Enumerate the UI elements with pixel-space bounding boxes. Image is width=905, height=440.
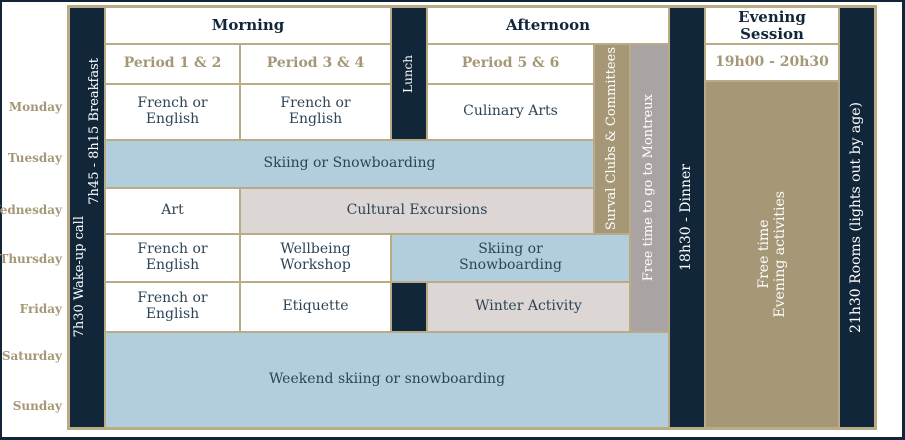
period-5-6-header: Period 5 & 6	[427, 44, 594, 84]
wake-up-label: 7h30 Wake-up call	[72, 215, 87, 337]
cell-text: English	[145, 257, 200, 273]
montreux-free-time-bar: Free time to go to Montreux	[630, 44, 669, 332]
cell-text: Skiing or	[478, 241, 543, 258]
cell-text: Snowboarding	[459, 257, 562, 273]
evening-header: Evening Session	[705, 7, 839, 44]
lunch-label: Lunch	[401, 54, 416, 93]
cell-text: French or	[280, 95, 351, 112]
tuesday-all-day: Skiing or Snowboarding	[105, 140, 594, 188]
cell-text: French or	[137, 290, 208, 307]
lunch-bar: Lunch	[391, 7, 427, 140]
evening-line-1: Free time	[755, 219, 772, 290]
cell-text: French or	[137, 95, 208, 112]
period-1-2-header: Period 1 & 2	[105, 44, 240, 84]
clubs-label: Surval Clubs & Committees	[603, 47, 619, 231]
rooms-bar: 21h30 Rooms (lights out by age)	[839, 7, 875, 428]
rooms-label: 21h30 Rooms (lights out by age)	[848, 102, 865, 333]
evening-activities-label: Free time Evening activities	[756, 191, 788, 318]
cell-text: English	[145, 306, 200, 322]
friday-period-3-4: Etiquette	[240, 282, 391, 332]
clubs-committees-bar: Surval Clubs & Committees	[594, 44, 630, 234]
period-3-4-header: Period 3 & 4	[240, 44, 391, 84]
cell-text: English	[288, 111, 343, 127]
cell-text: Wellbeing	[280, 241, 351, 258]
day-label-saturday: Saturday	[1, 349, 62, 363]
evening-time-header: 19h00 - 20h30	[705, 44, 839, 81]
dinner-bar: 18h30 - Dinner	[669, 7, 705, 428]
breakfast-label: 7h45 - 8h15 Breakfast	[87, 58, 102, 205]
morning-header: Morning	[105, 7, 391, 44]
afternoon-header: Afternoon	[427, 7, 669, 44]
evening-activities-block: Free time Evening activities	[705, 81, 839, 428]
cell-text: French or	[137, 241, 208, 258]
friday-afternoon: Winter Activity	[427, 282, 630, 332]
wake-breakfast-bar: 7h30 Wake-up call 7h45 - 8h15 Breakfast	[69, 7, 105, 428]
wednesday-period-1-2: Art	[105, 188, 240, 234]
day-label-thursday: Thursday	[0, 252, 62, 266]
wednesday-excursions: Cultural Excursions	[240, 188, 594, 234]
cell-text: English	[145, 111, 200, 127]
evening-line-2: Evening activities	[772, 191, 788, 318]
dinner-label: 18h30 - Dinner	[678, 164, 695, 271]
day-label-tuesday: Tuesday	[7, 151, 62, 165]
day-label-monday: Monday	[8, 100, 62, 114]
weekend-block: Weekend skiing or snowboarding	[105, 332, 669, 428]
montreux-label: Free time to go to Montreux	[641, 94, 657, 282]
day-label-sunday: Sunday	[12, 399, 62, 413]
friday-lunch-block	[391, 282, 427, 332]
weekly-schedule-grid: 7h30 Wake-up call 7h45 - 8h15 Breakfast …	[67, 5, 877, 430]
monday-period-5-6: Culinary Arts	[427, 84, 594, 140]
day-label-friday: Friday	[19, 302, 62, 316]
cell-text: Workshop	[280, 257, 351, 273]
day-label-wednesday: Wednesday	[0, 203, 62, 217]
